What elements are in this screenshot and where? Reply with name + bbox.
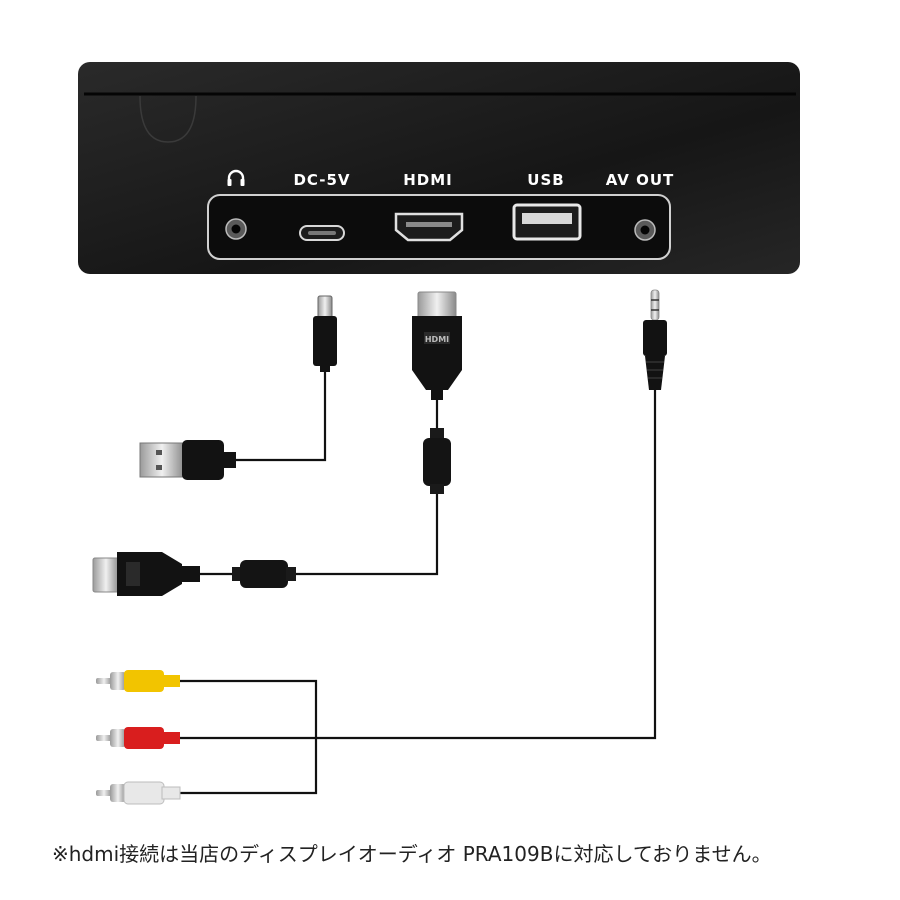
ferrite-choke-horizontal-icon — [232, 560, 296, 588]
headphones-icon — [227, 169, 245, 186]
usb-a-port-icon[interactable] — [512, 203, 582, 241]
cable-wires — [178, 370, 657, 795]
headphone-jack-port[interactable] — [225, 218, 247, 240]
hdmi-plug-top-icon: HDMI — [412, 291, 462, 400]
usb-c-port-icon[interactable] — [299, 225, 345, 241]
port-label-dc5v: DC-5V — [293, 171, 350, 189]
rca-plug-red-icon — [96, 727, 180, 749]
hdmi-plug-text: HDMI — [425, 335, 449, 344]
port-label-av-out: AV OUT — [606, 171, 675, 189]
port-label-hdmi: HDMI — [403, 171, 453, 189]
device-body — [78, 62, 800, 274]
usb-c-plug-icon — [313, 295, 337, 372]
usb-a-plug-icon — [139, 440, 236, 480]
hdmi-plug-left-icon — [92, 552, 200, 596]
rca-plug-white-icon — [96, 781, 181, 805]
rca-plug-yellow-icon — [96, 670, 180, 692]
ferrite-choke-vertical-icon — [423, 428, 451, 494]
av-jack-port-icon[interactable] — [634, 219, 656, 241]
av-3-5mm-plug-icon — [643, 289, 667, 390]
hdmi-port-icon[interactable] — [394, 212, 464, 242]
compatibility-note: ※hdmi接続は当店のディスプレイオーディオ PRA109Bに対応しておりません… — [52, 842, 772, 866]
port-label-usb: USB — [527, 171, 564, 189]
